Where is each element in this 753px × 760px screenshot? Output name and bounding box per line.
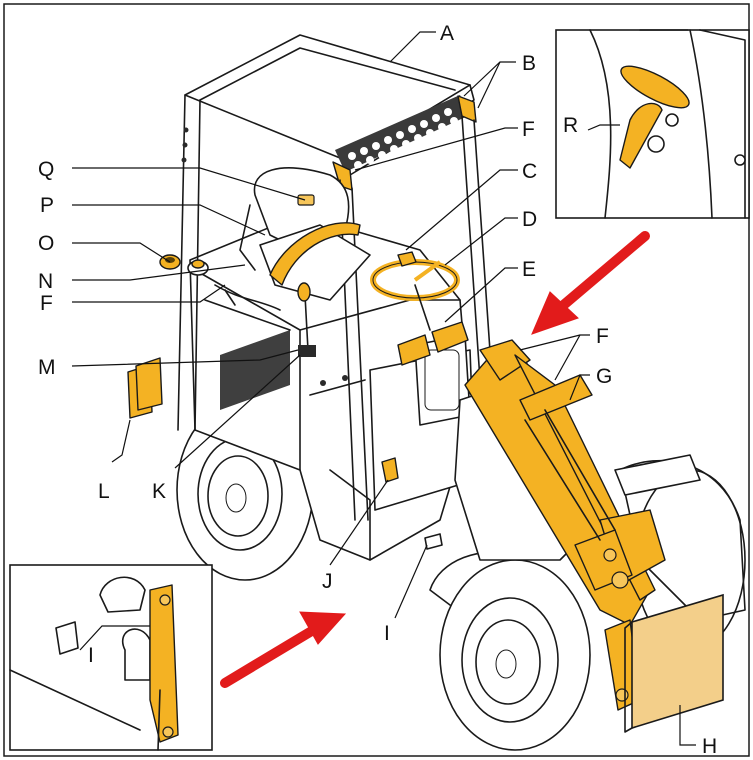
parking-brake-lever [397,251,417,267]
callout-o: O [38,232,54,255]
callout-r: R [563,114,578,137]
pedals [397,321,469,366]
callout-n: N [38,270,53,293]
seat-armrest-yellow [269,222,361,286]
loader-arm [464,339,666,711]
callout-g: G [596,365,612,388]
callout-i-main: I [384,622,390,645]
callout-labels: A B F C D E F G H I I J K L M F N O P Q … [38,22,717,758]
callout-c: C [522,160,537,183]
diagram-frame [3,3,750,757]
callout-leaders [71,31,696,746]
front-wheel [429,551,591,751]
hydraulic-filter [187,259,209,276]
operator-seat [239,167,371,301]
rear-hitch [127,357,163,419]
callout-f-left: F [40,292,53,315]
callout-e: E [522,258,536,281]
callout-d: D [522,208,537,231]
callout-f-arm: F [596,325,609,348]
callout-j: J [322,570,333,593]
callout-b: B [522,52,536,75]
callout-k: K [152,480,166,503]
callout-a: A [440,22,454,45]
inset-r-pedal-top [620,65,690,109]
inset-i-latch [149,584,179,743]
direction-arrow-bottom [220,611,347,688]
direction-arrow-top [531,231,650,335]
callout-i-inset: I [88,644,94,667]
step-grab-handle [381,457,399,483]
inset-r [555,29,750,219]
control-lever [297,282,316,357]
wheel-loader-illustration [127,34,746,751]
inset-i [9,564,213,751]
attachment-plate [624,593,724,733]
callout-l: L [98,480,110,503]
inset-i-tag [55,621,79,655]
callout-p: P [40,194,54,217]
callout-f-top: F [522,118,535,141]
inset-r-lever [619,102,663,169]
callout-q: Q [38,158,54,181]
callout-h: H [702,735,717,758]
callout-m: M [38,356,56,379]
